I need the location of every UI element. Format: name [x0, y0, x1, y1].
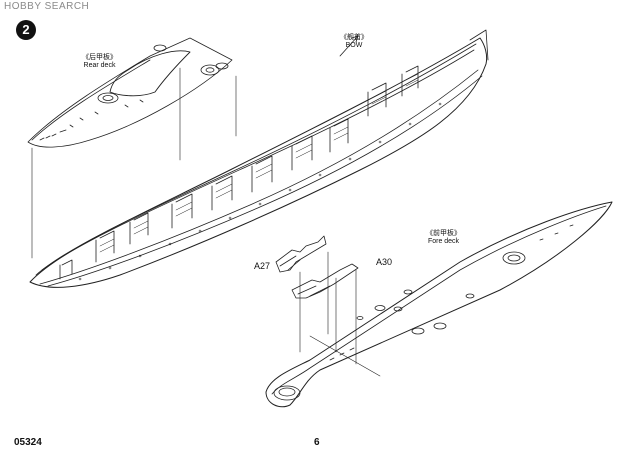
- bracket-a30: [291, 263, 359, 299]
- fore-deck-label-en: Fore deck: [427, 238, 460, 245]
- fore-deck-part: [265, 201, 613, 408]
- hull-part: [29, 29, 489, 288]
- rear-deck-label-en: Rear deck: [83, 62, 116, 69]
- guide-lines-fore: [299, 251, 381, 377]
- fore-deck-label: 《前甲板》 Fore deck: [426, 230, 461, 246]
- guide-lines-rear: [31, 67, 237, 259]
- rear-deck-label-cn: 《后甲板》: [82, 54, 117, 61]
- step-number-badge: 2: [16, 20, 36, 40]
- rear-deck-label: 《后甲板》 Rear deck: [82, 54, 117, 70]
- bow-arrow-icon: [339, 35, 359, 57]
- part-label-a27: A27: [254, 261, 271, 271]
- kit-code: 05324: [14, 437, 42, 448]
- bow-label-cn: 《舰首》: [340, 34, 368, 41]
- page-number: 6: [314, 437, 320, 448]
- watermark-logo: HOBBY SEARCH: [4, 1, 90, 12]
- part-label-a30: A30: [376, 257, 393, 267]
- bracket-a27: [275, 235, 327, 273]
- bow-label-en: BOW: [345, 42, 363, 49]
- fore-deck-label-cn: 《前甲板》: [426, 230, 461, 237]
- rear-deck-part: [27, 37, 233, 148]
- bow-label: 《舰首》 BOW: [340, 34, 368, 50]
